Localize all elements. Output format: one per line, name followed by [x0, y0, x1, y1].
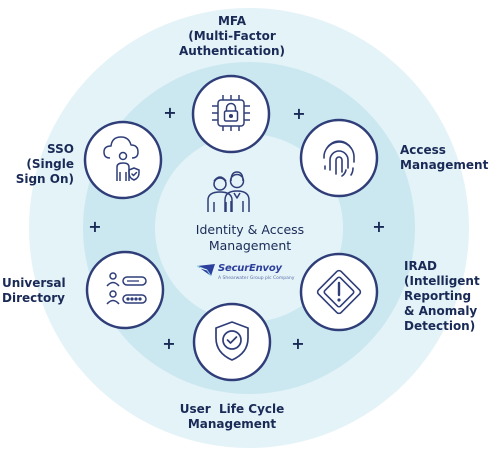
irad-label-line: & Anomaly [404, 304, 478, 318]
lifecycle-label-line: User Life Cycle [179, 402, 285, 416]
irad-node [299, 252, 379, 332]
mfa-label-line: (Multi-Factor [188, 29, 276, 43]
mfa-label-line: Authentication) [179, 44, 285, 58]
sso-label-line: SSO [47, 142, 74, 156]
center-title-line: Management [208, 238, 292, 253]
center-title: Identity & Access Management [150, 222, 350, 254]
plus-connector: + [372, 217, 386, 236]
directory-label: Universal Directory [2, 276, 82, 306]
brand-name: SecurEnvoy [218, 263, 282, 274]
directory-label-line: Directory [2, 291, 65, 305]
access-label-line: Management [400, 158, 489, 172]
irad-label-line: (Intelligent [404, 274, 480, 288]
envoy-logo-icon [196, 264, 215, 277]
shield-check-icon [215, 321, 249, 361]
brand-logo: SecurEnvoy A Shearwater Group plc Compan… [196, 262, 306, 288]
two-users-icon [207, 171, 250, 212]
sso-node [83, 120, 163, 200]
irad-label-line: IRAD [404, 259, 437, 273]
mfa-label-line: MFA [217, 14, 247, 28]
access-label: Access Management [400, 143, 496, 173]
sso-label-line: Sign On) [15, 172, 74, 186]
directory-label-line: Universal [2, 276, 66, 290]
plus-connector: + [162, 334, 176, 353]
plus-connector: + [163, 103, 177, 122]
warning-diamond-icon [316, 269, 362, 315]
directory-node [85, 250, 165, 330]
center-disc [155, 134, 343, 322]
lifecycle-label-line: Management [187, 417, 277, 431]
plus-connector: + [291, 334, 305, 353]
circuit-lock-icon [212, 95, 250, 131]
lifecycle-label: User Life Cycle Management [160, 402, 304, 432]
irad-label: IRAD (Intelligent Reporting & Anomaly De… [404, 259, 496, 334]
brand-tagline: A Shearwater Group plc Company [218, 276, 295, 281]
irad-label-line: Detection) [404, 319, 476, 333]
access-label-line: Access [400, 143, 446, 157]
lifecycle-node [192, 302, 272, 382]
mfa-label: MFA (Multi-Factor Authentication) [170, 14, 294, 59]
sso-label-line: (Single [26, 157, 74, 171]
plus-connector: + [292, 104, 306, 123]
plus-connector: + [88, 217, 102, 236]
user-list-icon [106, 272, 147, 305]
center-title-line: Identity & Access [195, 222, 305, 237]
mfa-node [191, 74, 271, 154]
cloud-user-icon [103, 136, 140, 181]
irad-label-line: Reporting [404, 289, 472, 303]
access-node [299, 118, 379, 198]
fingerprint-icon [323, 140, 355, 177]
sso-label: SSO (Single Sign On) [2, 142, 74, 187]
